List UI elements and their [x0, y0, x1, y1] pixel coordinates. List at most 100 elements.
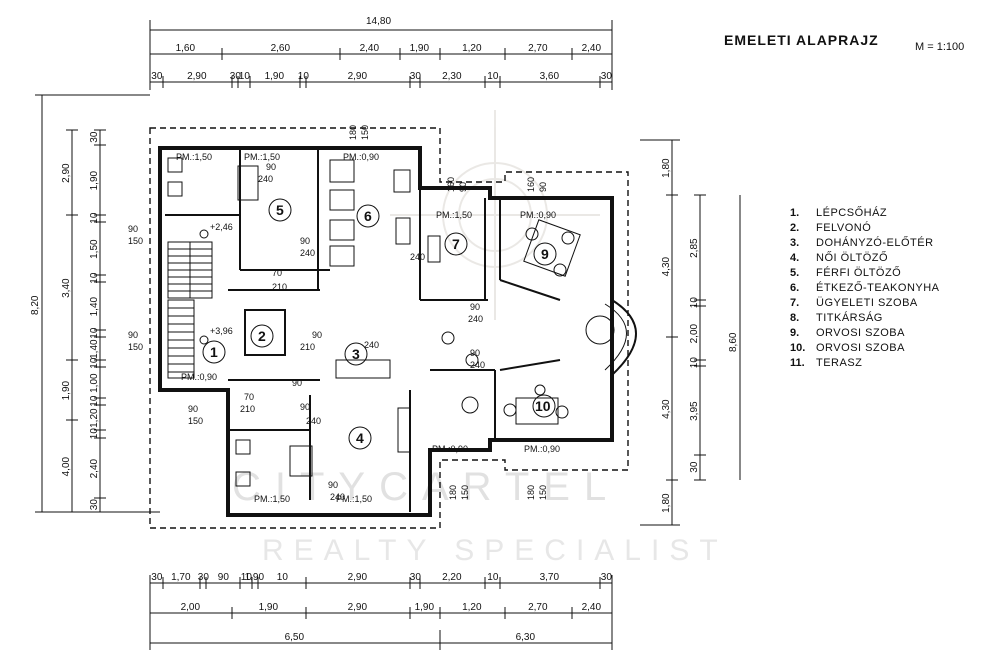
dimension-label-overall: 8,20: [30, 295, 41, 315]
dimension-label: 90: [218, 572, 230, 583]
drawing-title: EMELETI ALAPRAJZ: [724, 32, 879, 48]
dimension-label: 30: [89, 131, 100, 143]
opening-dimension: 180: [448, 485, 458, 500]
room-number-9: 9: [541, 246, 549, 262]
legend-number: 6.: [790, 282, 799, 294]
dimension-label: 1,90: [265, 71, 285, 82]
legend-number: 2.: [790, 222, 799, 234]
opening-dimension: 240: [306, 416, 321, 426]
dimension-label: 3,95: [689, 401, 700, 421]
opening-dimension: 90: [128, 224, 138, 234]
watermark-line2: REALTY SPECIALIST: [262, 534, 728, 567]
dimension-label: 2,60: [271, 43, 291, 54]
opening-dimension: 90: [266, 162, 276, 172]
opening-dimension: 240: [364, 340, 379, 350]
dimension-label: 2,20: [442, 572, 462, 583]
dimension-label: 1,20: [462, 43, 482, 54]
dimension-label: 4,30: [661, 256, 672, 276]
opening-dimension: 210: [240, 404, 255, 414]
dimension-label: 10: [487, 71, 499, 82]
dimension-label: 30: [410, 572, 422, 583]
legend-label: LÉPCSŐHÁZ: [816, 205, 887, 219]
dimension-label: 4,30: [661, 399, 672, 419]
room-number-5: 5: [276, 202, 284, 218]
opening-dimension: 90: [312, 330, 322, 340]
opening-dimension: 210: [300, 342, 315, 352]
dimension-label: 1,90: [410, 43, 430, 54]
opening-dimension: 160: [526, 177, 536, 192]
opening-dimension: 150: [460, 485, 470, 500]
opening-dimension: 90: [300, 236, 310, 246]
dimension-label: 30: [601, 71, 613, 82]
dimension-label: 2,40: [89, 458, 100, 478]
opening-dimension: 150: [128, 236, 143, 246]
dimension-label: 1,80: [661, 493, 672, 513]
room-legend: 1.LÉPCSŐHÁZ2.FELVONÓ3.DOHÁNYZÓ-ELŐTÉR4.N…: [790, 205, 940, 369]
dimension-label: 10: [89, 357, 100, 369]
door-label: PM.:1,50: [254, 494, 290, 504]
opening-dimension: 90: [128, 330, 138, 340]
legend-number: 10.: [790, 342, 805, 354]
watermark-line1: CITYCARTEL: [232, 465, 620, 509]
dimension-label: 2,70: [528, 602, 548, 613]
level-marks: +2,46 +3,96: [199, 222, 233, 345]
roof-outline: [149, 127, 629, 529]
legend-label: ÜGYELETI SZOBA: [816, 297, 918, 309]
dimension-label: 10: [298, 71, 310, 82]
dimension-label-overall: 8,60: [728, 332, 739, 352]
room-number-1: 1: [210, 344, 218, 360]
opening-dimension: 90: [300, 402, 310, 412]
dimension-label: 2,90: [348, 602, 368, 613]
dimension-label: 3,40: [61, 278, 72, 298]
door-label: PM.:1,50: [176, 152, 212, 162]
left-dimensions: 8,20 2,903,401,904,00 301,90101,50101,40…: [30, 94, 160, 513]
legend-label: ÉTKEZŐ-TEAKONYHA: [816, 280, 940, 294]
dimension-label: 2,90: [348, 71, 368, 82]
dimension-label: 10: [89, 212, 100, 224]
dimension-label: 30: [151, 572, 163, 583]
opening-dimension: 150: [538, 485, 548, 500]
legend-label: TITKÁRSÁG: [816, 311, 883, 324]
legend-number: 5.: [790, 267, 799, 279]
dim-top-overall: 14,80: [366, 16, 391, 27]
door-label: PM.:0,90: [181, 372, 217, 382]
staircase: [167, 241, 213, 379]
fixtures: [167, 157, 581, 487]
opening-dimension: 210: [272, 282, 287, 292]
legend-number: 4.: [790, 252, 799, 264]
dimension-label: 30: [410, 71, 422, 82]
legend-label: FÉRFI ÖLTÖZŐ: [816, 265, 901, 279]
dimension-label: 10: [487, 572, 499, 583]
door-label: PM.:0,90: [343, 152, 379, 162]
dimension-label: 10: [241, 572, 253, 583]
room-number-6: 6: [364, 208, 372, 224]
dimension-label: 2,40: [582, 602, 602, 613]
dimension-label: 2,00: [181, 602, 201, 613]
opening-dimension: 90: [458, 182, 468, 192]
dimension-label: 30: [198, 572, 210, 583]
dimension-label: 1,60: [176, 43, 196, 54]
opening-dimension: 90: [470, 348, 480, 358]
dimension-label: 2,40: [360, 43, 380, 54]
opening-dimension: 150: [188, 416, 203, 426]
opening-dimension: 240: [258, 174, 273, 184]
opening-dimension: 70: [244, 392, 254, 402]
dimension-label: 10: [89, 327, 100, 339]
dimension-label: 1,40: [89, 339, 100, 359]
door-label: PM.:0,90: [524, 444, 560, 454]
opening-dimension: 90: [188, 404, 198, 414]
legend-label: FELVONÓ: [816, 221, 871, 234]
dimension-label: 2,90: [187, 71, 207, 82]
legend-number: 11.: [790, 357, 805, 369]
dimension-label: 10: [89, 428, 100, 440]
terrace-bay: [585, 299, 637, 376]
legend-label: ORVOSI SZOBA: [816, 342, 905, 354]
opening-dimension: 180: [348, 125, 358, 140]
opening-dimension: 160: [446, 177, 456, 192]
dimension-label: 3,60: [540, 71, 560, 82]
